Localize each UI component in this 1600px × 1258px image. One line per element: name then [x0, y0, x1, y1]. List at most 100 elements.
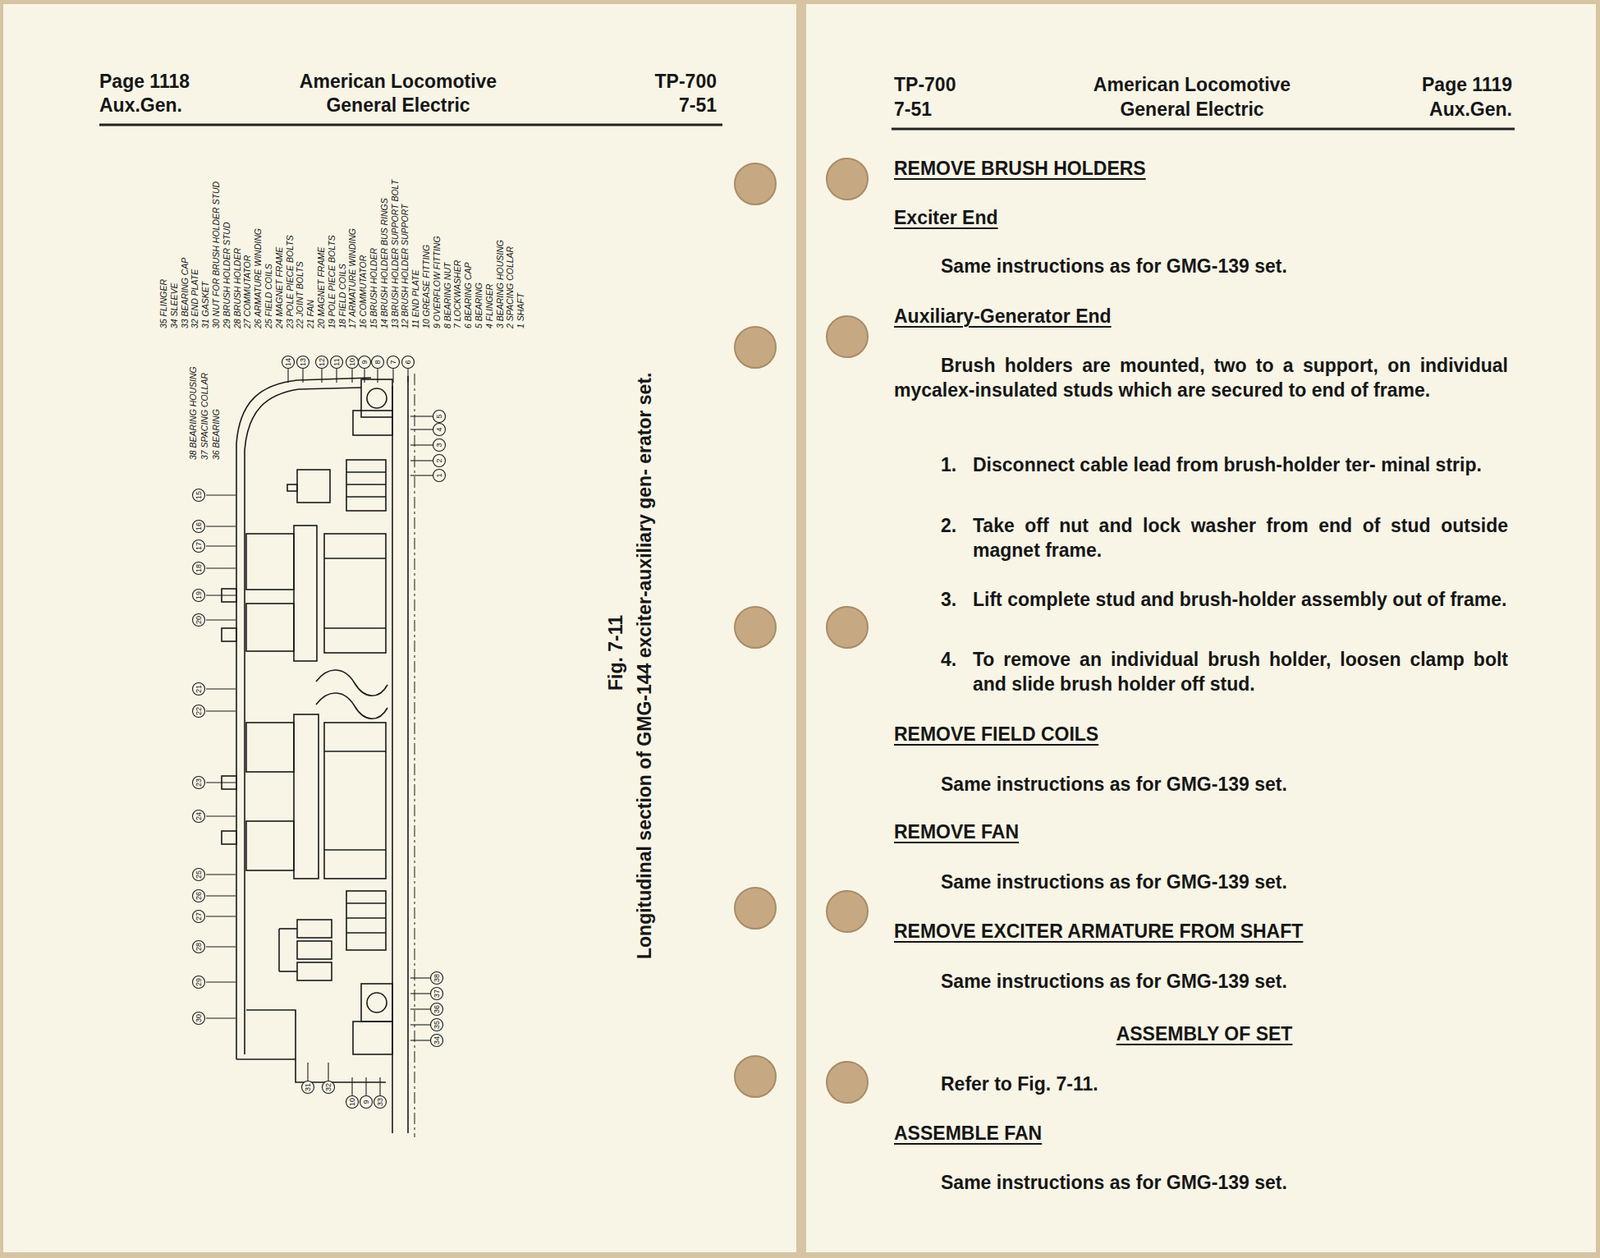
callout-circle: [346, 1095, 359, 1109]
running-header: Aux.Gen.: [99, 93, 183, 117]
parts-list-item: 26 ARMATURE WINDING: [252, 228, 263, 329]
parts-list-item: 11 END PLATE: [410, 270, 421, 329]
parts-list-item: 6 BEARING CAP: [463, 261, 473, 329]
parts-list-item: 1 SHAFT: [515, 293, 526, 329]
instruction-text: 1.: [940, 452, 957, 477]
leader-line: [365, 1077, 367, 1096]
instruction-text: Same instructions as for GMG-139 set.: [940, 771, 1288, 797]
running-header: American Locomotive: [1093, 73, 1291, 97]
parts-list-item: 34 SLEEVE: [169, 283, 179, 329]
running-header: General Electric: [325, 93, 470, 117]
callout-number: 34: [432, 1036, 441, 1045]
leader-line: [327, 1062, 329, 1081]
parts-list-item: 17 ARMATURE WINDING: [347, 228, 358, 329]
leader-line: [206, 618, 236, 620]
parts-list-item: 29 BRUSH HOLDER STUD: [221, 221, 232, 329]
callout-number: 38: [432, 973, 441, 982]
left-page: [3, 4, 797, 1252]
parts-list-item: 37 SPACING COLLAR: [199, 372, 210, 460]
instruction-text: Take off nut and lock washer from end of…: [972, 513, 1509, 563]
running-header: 7-51: [678, 93, 717, 117]
callout-number: 14: [284, 357, 293, 367]
leader-line: [410, 459, 433, 461]
callout-number: 3: [435, 442, 444, 447]
running-header: TP-700: [893, 73, 956, 97]
callout-number: 11: [332, 357, 341, 366]
callout-number: 24: [194, 811, 203, 821]
callout-circles: [192, 356, 446, 1109]
parts-list-item: 33 BEARING CAP: [179, 257, 190, 329]
running-header: American Locomotive: [299, 69, 497, 93]
instruction-text: ASSEMBLY OF SET: [1116, 1021, 1293, 1046]
parts-list-item: 32 END PLATE: [189, 269, 200, 329]
callout-number: 7: [389, 359, 398, 364]
callout-circle: [433, 423, 446, 436]
instruction-text: 3.: [940, 586, 957, 612]
callout-number: 9: [360, 359, 369, 364]
parts-list-item: 36 BEARING: [210, 408, 221, 460]
callout-circle: [433, 454, 446, 468]
leader-line: [206, 873, 236, 875]
leader-line: [351, 368, 353, 383]
leader-line: [206, 687, 236, 689]
callout-circle: [192, 562, 206, 575]
callout-circle: [433, 410, 446, 423]
callout-circle: [433, 469, 446, 482]
parts-list-item: 3 BEARING HOUSING: [495, 239, 505, 329]
parts-list-item: 10 GREASE FITTING: [421, 244, 431, 329]
parts-list-item: 4 FLINGER: [484, 284, 495, 329]
leader-line: [302, 368, 303, 383]
callout-circle: [192, 776, 206, 789]
callout-number: 10: [348, 357, 357, 367]
leader-line: [206, 1017, 236, 1018]
callout-number: 21: [194, 684, 203, 693]
callout-number: 12: [317, 357, 326, 367]
callout-circle: [430, 1018, 444, 1032]
running-header: Aux.Gen.: [1429, 97, 1513, 121]
callout-number: 4: [435, 426, 444, 431]
leader-line: [206, 545, 236, 546]
callout-circle: [297, 356, 310, 369]
callout-circle: [192, 910, 206, 923]
leader-line: [410, 992, 431, 994]
callout-circle: [430, 987, 444, 1000]
parts-list-item: 2 SPACING COLLAR: [504, 246, 515, 329]
instruction-text: Same instructions as for GMG-139 set.: [940, 253, 1288, 279]
callout-number: 30: [194, 1013, 203, 1023]
callout-circle: [433, 439, 446, 452]
parts-list-item: 7 LOCKWASHER: [452, 260, 463, 329]
leader-line: [410, 1039, 431, 1041]
callout-number: 23: [194, 778, 203, 787]
callout-circle: [316, 356, 329, 369]
leader-line: [410, 444, 433, 445]
callout-number: 32: [324, 1082, 333, 1092]
leader-line: [351, 1077, 353, 1096]
callout-number: 22: [194, 706, 203, 716]
callout-circle: [430, 971, 444, 985]
leader-line: [407, 368, 409, 383]
instruction-text: REMOVE EXCITER ARMATURE FROM SHAFT: [893, 918, 1303, 944]
instruction-text: Lift complete stud and brush-holder asse…: [972, 586, 1509, 612]
leader-line: [410, 1023, 431, 1025]
leader-line: [206, 815, 236, 817]
instruction-text: 2.: [940, 513, 957, 538]
running-header: Page 1119: [1421, 73, 1513, 97]
parts-list-item: 16 COMMUTATOR: [357, 255, 368, 329]
parts-list-item: 13 BRUSH HOLDER SUPPORT BOLT: [389, 179, 400, 329]
callout-number: 29: [194, 977, 203, 986]
running-header: Page 1118: [99, 69, 190, 93]
leader-line: [206, 525, 236, 527]
figure-caption: Longitudinal section of GMG-144 exciter-…: [632, 334, 656, 959]
callout-circle: [192, 614, 206, 627]
callout-number: 18: [194, 563, 203, 573]
callout-number: 1: [435, 472, 444, 477]
leader-line: [206, 594, 236, 596]
parts-list-item: 15 BRUSH HOLDER: [368, 247, 379, 329]
callout-circle: [322, 1081, 335, 1094]
callout-circle: [387, 356, 400, 369]
callout-circle: [302, 1081, 315, 1094]
parts-list-item: 14 BRUSH HOLDER BUS RINGS: [379, 197, 390, 329]
callout-number: 6: [403, 359, 413, 364]
callout-circle: [371, 356, 385, 369]
